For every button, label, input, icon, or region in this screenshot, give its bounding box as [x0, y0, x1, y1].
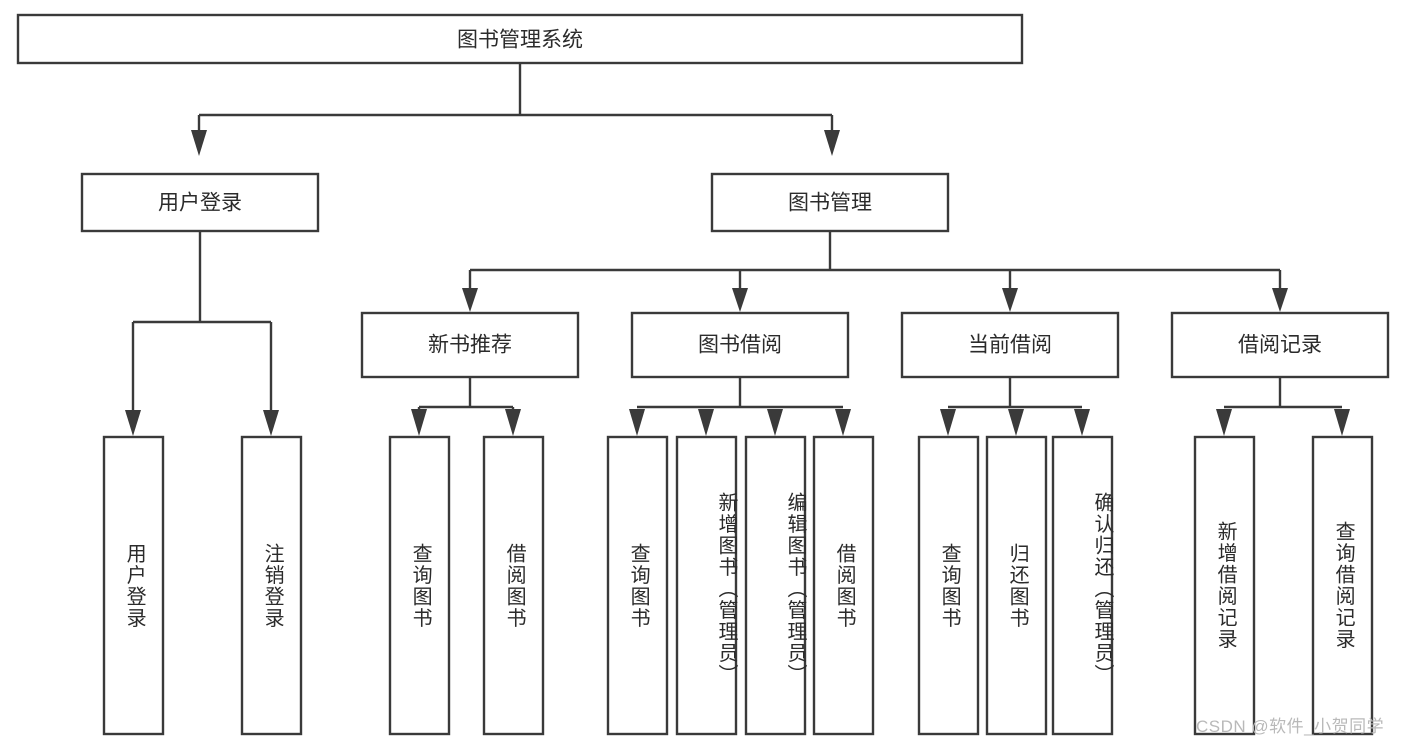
arrow-to-leaf-br-0	[1216, 409, 1232, 436]
leaf-box-user-login-0[interactable]	[102, 435, 165, 736]
node-root-label: 图书管理系统	[457, 29, 583, 52]
arrow-to-leaf-bb-1	[698, 409, 714, 436]
leaf-box-nbr-0[interactable]	[388, 435, 451, 736]
arrow-to-new-book	[462, 288, 478, 312]
leaf-box-bb-3[interactable]	[812, 435, 875, 736]
node-current-borrow-label: 当前借阅	[968, 334, 1052, 357]
arrow-to-leaf-cb-2	[1074, 409, 1090, 436]
leaf-box-bb-1[interactable]	[675, 435, 738, 736]
leaf-box-cb-2[interactable]	[1051, 435, 1114, 736]
leaf-box-cb-0[interactable]	[917, 435, 980, 736]
arrow-to-book-borrow	[732, 288, 748, 312]
arrow-to-leaf-nbr-0	[411, 409, 427, 436]
node-book-manage-box	[710, 172, 950, 233]
leaf-box-nbr-1[interactable]	[482, 435, 545, 736]
node-book-borrow[interactable]: 图书借阅	[630, 311, 850, 379]
arrow-to-leaf-cb-1	[1008, 409, 1024, 436]
leaf-box-user-login-1[interactable]	[240, 435, 303, 736]
csdn-watermark: CSDN @软件_小贺同学	[1196, 717, 1385, 736]
arrow-to-user-login	[191, 130, 207, 156]
arrow-to-borrow-record	[1272, 288, 1288, 312]
node-user-login-label: 用户登录	[158, 192, 242, 215]
node-current-borrow[interactable]: 当前借阅	[900, 311, 1120, 379]
arrow-to-leaf-bb-0	[629, 409, 645, 436]
arrow-to-leaf-bb-3	[835, 409, 851, 436]
arrow-to-leaf-nbr-1	[505, 409, 521, 436]
node-borrow-record[interactable]: 借阅记录	[1170, 311, 1390, 379]
arrow-to-leaf-bb-2	[767, 409, 783, 436]
leaf-box-bb-0[interactable]	[606, 435, 669, 736]
node-borrow-record-box	[1170, 311, 1390, 379]
leaf-box-cb-1[interactable]	[985, 435, 1048, 736]
node-user-login[interactable]: 用户登录	[80, 172, 320, 233]
arrow-to-leaf-br-1	[1334, 409, 1350, 436]
node-new-book-recommend[interactable]: 新书推荐	[360, 311, 580, 379]
arrow-to-book-manage	[824, 130, 840, 156]
node-book-borrow-box	[630, 311, 850, 379]
leaf-box-bb-2[interactable]	[744, 435, 807, 736]
node-borrow-record-label: 借阅记录	[1238, 334, 1322, 357]
arrow-to-leaf-user-login-0	[125, 410, 141, 436]
node-current-borrow-box	[900, 311, 1120, 379]
node-new-book-recommend-label: 新书推荐	[428, 334, 512, 357]
node-root-box	[16, 13, 1024, 65]
leaf-box-br-0[interactable]	[1193, 435, 1256, 736]
node-book-manage[interactable]: 图书管理	[710, 172, 950, 233]
node-new-book-recommend-box	[360, 311, 580, 379]
arrow-to-leaf-cb-0	[940, 409, 956, 436]
node-book-borrow-label: 图书借阅	[698, 334, 782, 357]
node-book-manage-label: 图书管理	[788, 192, 872, 215]
arrow-to-leaf-user-login-1	[263, 410, 279, 436]
arrow-to-current-borrow	[1002, 288, 1018, 312]
node-root[interactable]: 图书管理系统	[16, 13, 1024, 65]
leaf-box-br-1[interactable]	[1311, 435, 1374, 736]
